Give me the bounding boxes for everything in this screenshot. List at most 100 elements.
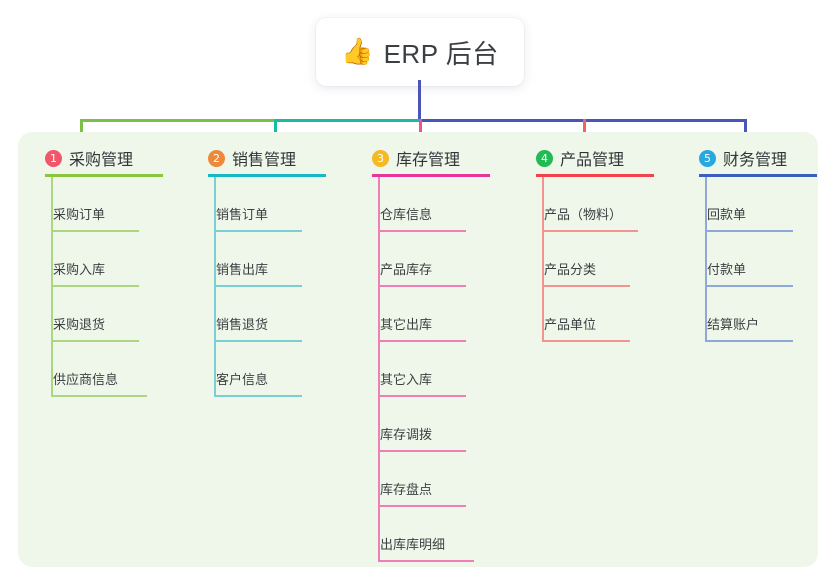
list-item-rule	[378, 230, 466, 232]
branch-number-badge: 3	[372, 149, 389, 167]
list-item-rule	[378, 285, 466, 287]
root-node-title: ERP 后台	[383, 38, 499, 69]
branch-spine	[542, 177, 544, 342]
branch-title: 销售管理	[232, 152, 297, 169]
list-item-label: 结算账户	[707, 317, 760, 332]
branch-spine	[51, 177, 53, 397]
list-item[interactable]: 销售退货	[188, 287, 348, 342]
branch-title: 产品管理	[560, 152, 625, 169]
branch-header-4[interactable]: 4 产品管理	[516, 142, 676, 174]
list-item-rule	[542, 340, 630, 342]
list-item-rule	[51, 395, 147, 397]
branch-title: 库存管理	[396, 152, 461, 169]
list-item-label: 仓库信息	[380, 207, 433, 222]
list-item-rule	[51, 285, 139, 287]
list-item[interactable]: 回款单	[679, 177, 839, 232]
list-item[interactable]: 产品（物料）	[516, 177, 676, 232]
list-item-rule	[51, 340, 139, 342]
branch-header-2[interactable]: 2 销售管理	[188, 142, 348, 174]
list-item-rule	[214, 340, 302, 342]
branch-spine	[705, 177, 707, 342]
branch-title: 财务管理	[723, 152, 788, 169]
list-item-rule	[378, 340, 466, 342]
list-item[interactable]: 结算账户	[679, 287, 839, 342]
branch-title: 采购管理	[69, 152, 134, 169]
branch-header-rule	[699, 174, 817, 177]
list-item-label: 客户信息	[216, 372, 269, 387]
branch-header-3[interactable]: 3 库存管理	[352, 142, 512, 174]
branch-panel: 1 采购管理采购订单采购入库采购退货供应商信息 2 销售管理销售订单销售出库销售退货客…	[18, 132, 818, 567]
list-item[interactable]: 库存调拨	[352, 397, 512, 452]
branch-item-list: 仓库信息产品库存其它出库其它入库库存调拨库存盘点出库库明细	[352, 177, 512, 562]
list-item-rule	[542, 285, 630, 287]
list-item-rule	[214, 395, 302, 397]
branch-item-list: 采购订单采购入库采购退货供应商信息	[25, 177, 185, 397]
branch-spine	[378, 177, 380, 562]
list-item[interactable]: 客户信息	[188, 342, 348, 397]
connector-bar-segment	[80, 119, 274, 122]
list-item[interactable]: 其它入库	[352, 342, 512, 397]
root-node-card[interactable]: 👍 ERP 后台	[316, 18, 524, 86]
branch-header-rule	[45, 174, 163, 177]
list-item[interactable]: 其它出库	[352, 287, 512, 342]
list-item-rule	[51, 230, 139, 232]
list-item-rule	[378, 450, 466, 452]
list-item[interactable]: 供应商信息	[25, 342, 185, 397]
list-item-rule	[705, 230, 793, 232]
list-item-label: 采购退货	[53, 317, 106, 332]
list-item[interactable]: 采购退货	[25, 287, 185, 342]
list-item-label: 其它入库	[380, 372, 433, 387]
list-item[interactable]: 销售出库	[188, 232, 348, 287]
list-item-rule	[542, 230, 638, 232]
connector-bar-segment	[419, 119, 744, 122]
list-item-label: 产品分类	[544, 262, 597, 277]
list-item-label: 销售退货	[216, 317, 269, 332]
list-item-label: 采购订单	[53, 207, 106, 222]
list-item-label: 出库库明细	[380, 537, 446, 552]
list-item-label: 采购入库	[53, 262, 106, 277]
list-item-label: 供应商信息	[53, 372, 119, 387]
branch-header-1[interactable]: 1 采购管理	[25, 142, 185, 174]
branch-number-badge: 2	[208, 149, 225, 167]
branch-header-rule	[372, 174, 490, 177]
branch-header-rule	[208, 174, 326, 177]
branch-column: 4 产品管理产品（物料） 产品分类产品单位	[516, 142, 676, 342]
root-stem-connector	[418, 80, 421, 122]
list-item[interactable]: 产品分类	[516, 232, 676, 287]
thumbs-up-icon: 👍	[341, 37, 374, 67]
list-item-rule	[214, 285, 302, 287]
list-item[interactable]: 库存盘点	[352, 452, 512, 507]
branch-number-badge: 1	[45, 149, 62, 167]
branch-number-badge: 5	[699, 149, 716, 167]
list-item[interactable]: 产品单位	[516, 287, 676, 342]
connector-bar-segment	[274, 119, 419, 122]
list-item-rule	[214, 230, 302, 232]
branch-item-list: 销售订单销售出库销售退货客户信息	[188, 177, 348, 397]
branch-column: 3 库存管理仓库信息产品库存其它出库其它入库库存调拨库存盘点出库库明细	[352, 142, 512, 562]
list-item-rule	[378, 505, 466, 507]
list-item-label: 产品单位	[544, 317, 597, 332]
list-item[interactable]: 付款单	[679, 232, 839, 287]
list-item[interactable]: 出库库明细	[352, 507, 512, 562]
list-item[interactable]: 仓库信息	[352, 177, 512, 232]
branch-spine	[214, 177, 216, 397]
list-item-label: 销售订单	[216, 207, 269, 222]
list-item-label: 产品（物料）	[544, 207, 623, 222]
branch-item-list: 产品（物料） 产品分类产品单位	[516, 177, 676, 342]
list-item[interactable]: 销售订单	[188, 177, 348, 232]
list-item[interactable]: 采购订单	[25, 177, 185, 232]
list-item[interactable]: 采购入库	[25, 232, 185, 287]
branch-number-badge: 4	[536, 149, 553, 167]
list-item-label: 回款单	[707, 207, 747, 222]
list-item-rule	[378, 560, 474, 562]
branch-header-5[interactable]: 5 财务管理	[679, 142, 839, 174]
list-item-label: 其它出库	[380, 317, 433, 332]
list-item-rule	[705, 285, 793, 287]
list-item[interactable]: 产品库存	[352, 232, 512, 287]
list-item-label: 付款单	[707, 262, 747, 277]
list-item-rule	[378, 395, 466, 397]
branch-header-rule	[536, 174, 654, 177]
list-item-label: 产品库存	[380, 262, 433, 277]
list-item-rule	[705, 340, 793, 342]
list-item-label: 库存盘点	[380, 482, 433, 497]
